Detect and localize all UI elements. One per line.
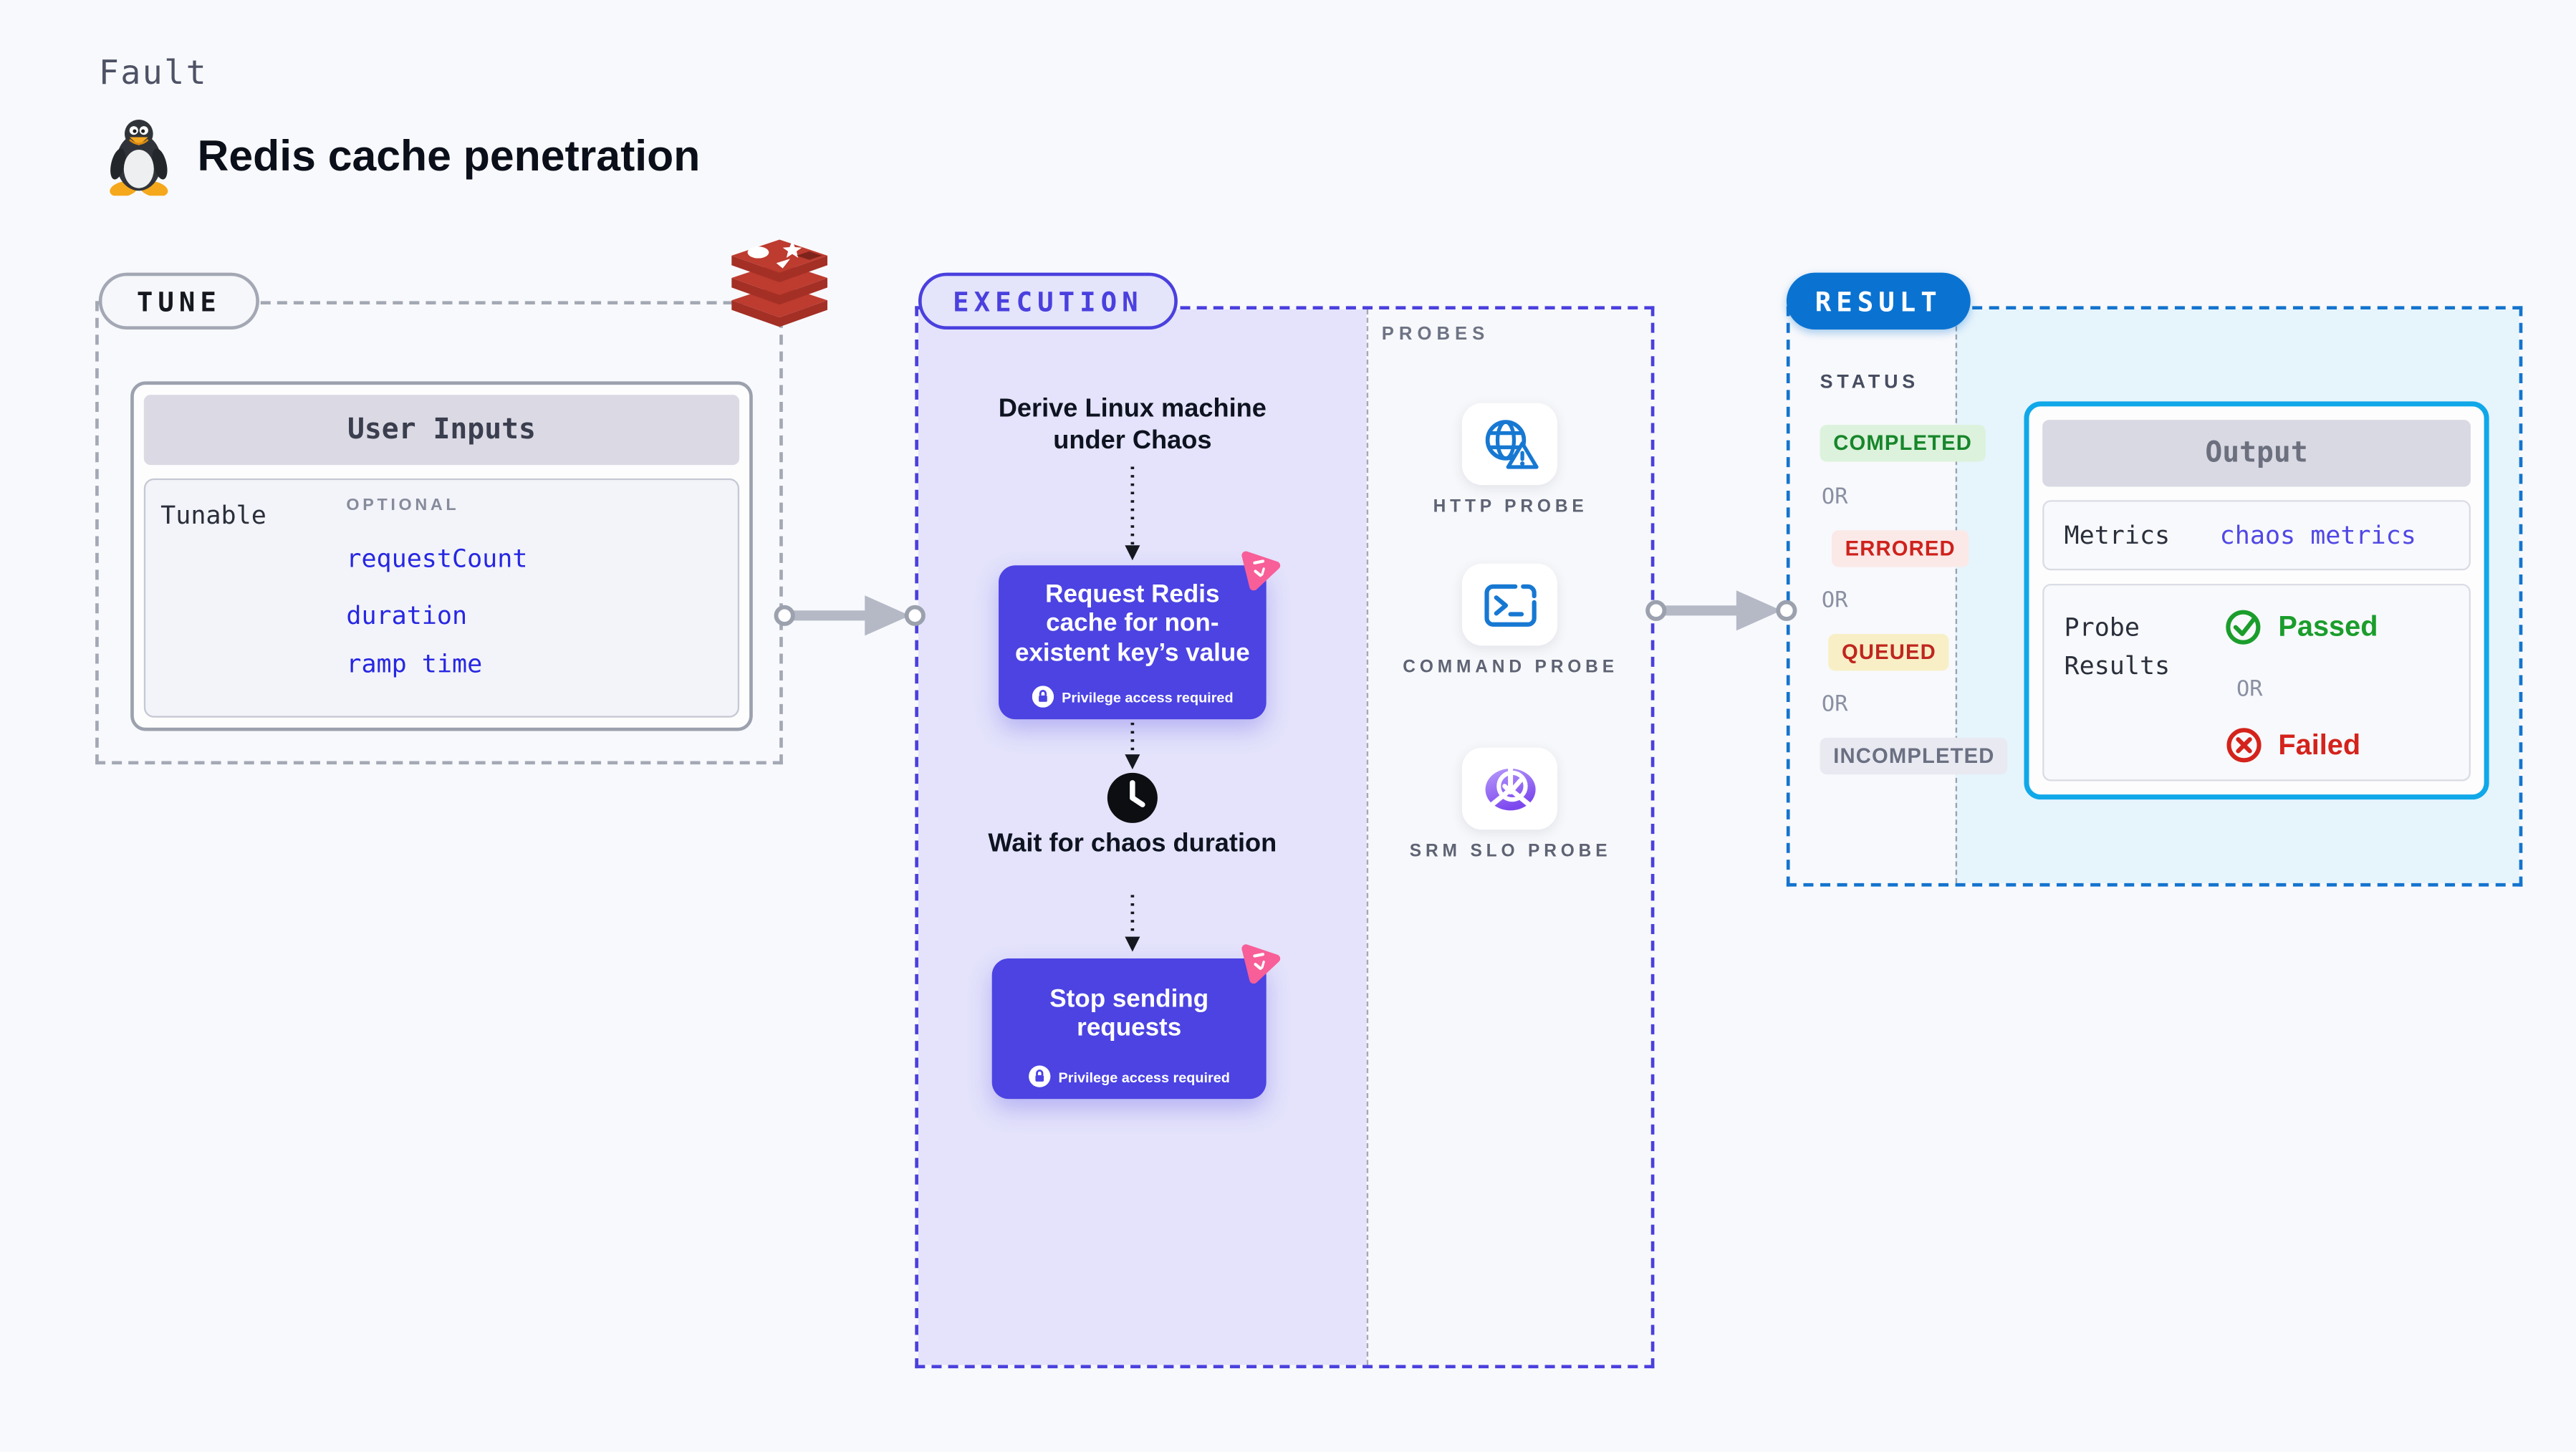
tunable-label: Tunable [160,500,266,531]
privilege-note: Privilege access required [1058,1067,1230,1085]
output-card: Output Metrics chaos metrics Probe Resul… [2024,401,2489,800]
terminal-icon [1484,583,1536,626]
chaos-node-stop-requests: Stop sending requests Privilege access r… [991,944,1281,1100]
lock-icon [1032,686,1054,708]
tune-pill: TUNE [98,272,259,330]
user-inputs-body [143,478,740,718]
status-badge-errored: ERRORED [1831,530,1969,567]
chaos-node-request-redis: Request Redis cache for non-existent key… [999,551,1281,720]
flow-arrow-2 [1125,722,1140,770]
failed-label: Failed [2278,728,2361,761]
probes-section-label: PROBES [1381,324,1490,345]
status-label: STATUS [1820,372,1920,393]
http-probe-card[interactable] [1461,403,1557,486]
param-link-duration[interactable]: duration [346,600,468,631]
metrics-label: Metrics [2064,520,2171,551]
page-title: Redis cache penetration [197,130,701,181]
privilege-row: Privilege access required [999,686,1267,708]
param-link-ramp-time[interactable]: ramp time [346,649,483,680]
passed-result: Passed [2225,607,2378,646]
chaos-node-text: Stop sending requests [1049,985,1209,1043]
result-pill: RESULT [1786,272,1971,330]
execution-section-box [915,306,1655,1369]
probe-results-label: Probe Results [2064,612,2171,681]
flow-arrow-3 [1125,895,1140,952]
command-probe-label: COMMAND PROBE [1403,657,1618,678]
metrics-value-link[interactable]: chaos metrics [2219,520,2416,551]
probe-results-row: Probe Results Passed OR Failed [2042,583,2471,782]
check-circle-icon [2226,610,2261,645]
metrics-row: Metrics chaos metrics [2042,500,2471,571]
tune-to-execution-arrow [774,595,926,636]
param-link-requestcount[interactable]: requestCount [346,543,528,574]
globe-warning-icon [1484,419,1538,468]
clock-icon [1107,772,1158,823]
wait-step-text: Wait for chaos duration [988,830,1277,858]
tune-section-box [95,301,783,765]
srm-slo-probe-label: SRM SLO PROBE [1409,841,1612,862]
failed-result: Failed [2225,726,2360,764]
status-badge-queued: QUEUED [1828,634,1950,671]
command-probe-card[interactable] [1461,563,1557,646]
slo-donut-check-icon [1484,765,1535,810]
or-separator: OR [1821,588,1848,614]
probes-panel-background [1366,309,1651,1365]
status-badge-completed: COMPLETED [1820,425,1986,462]
result-section-box [1786,306,2523,887]
fault-kicker: Fault [98,52,208,92]
derive-step-text: Derive Linux machine under Chaos [998,395,1267,455]
flow-arrow-1 [1125,466,1140,561]
chaos-experiment-icon [1241,551,1281,591]
redis-logo-icon [731,239,828,327]
execution-pill: EXECUTION [918,272,1178,330]
status-badge-incompleted: INCOMPLETED [1820,737,2009,775]
optional-label: OPTIONAL [346,496,460,516]
or-separator: OR [1821,485,1848,511]
or-separator: OR [1821,692,1848,718]
or-separator: OR [2236,677,2263,703]
chaos-experiment-icon [1241,944,1281,984]
output-header: Output [2042,420,2471,487]
http-probe-label: HTTP PROBE [1433,496,1588,517]
lock-icon [1028,1065,1050,1087]
srm-slo-probe-card[interactable] [1461,747,1557,830]
privilege-row: Privilege access required [992,1065,1267,1087]
execution-to-result-arrow [1645,590,1797,631]
chaos-node-text: Request Redis cache for non-existent key… [1014,580,1250,668]
x-circle-icon [2226,728,2262,763]
linux-tux-icon [110,119,168,196]
user-inputs-header: User Inputs [143,395,740,466]
passed-label: Passed [2278,610,2378,642]
privilege-note: Privilege access required [1062,688,1234,706]
execution-panel-background [918,309,1367,1365]
